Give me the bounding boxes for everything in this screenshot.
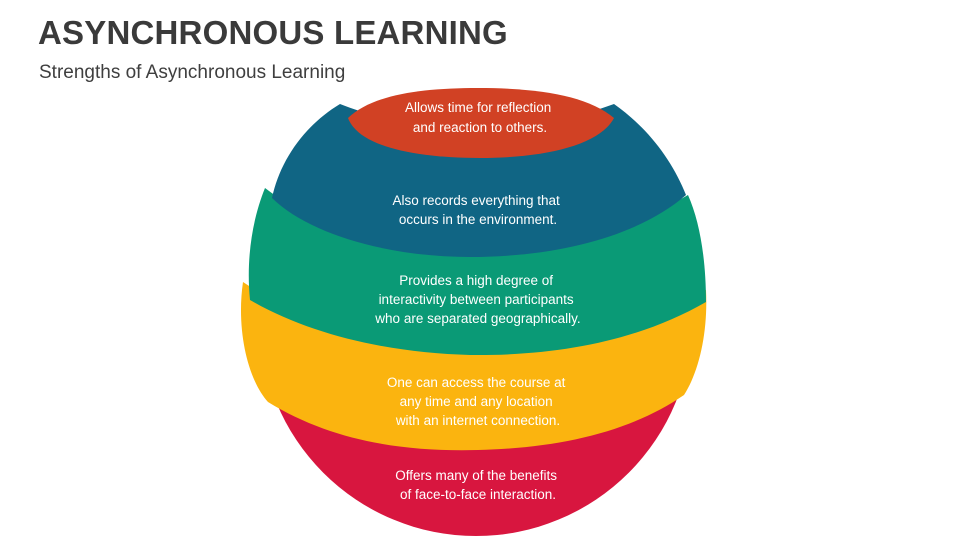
- band-1-text: Allows time for reflection and reaction …: [405, 100, 555, 135]
- band-2-text: Also records everything that occurs in t…: [392, 193, 563, 227]
- band-3-line-1: Provides a high degree of: [399, 273, 553, 288]
- page-title: ASYNCHRONOUS LEARNING: [38, 14, 508, 51]
- band-5-line-1: Offers many of the benefits: [395, 468, 557, 483]
- band-1-line-2: and reaction to others.: [413, 120, 547, 135]
- band-5-line-2: of face-to-face interaction.: [400, 487, 556, 502]
- band-2-line-1: Also records everything that: [392, 193, 560, 208]
- page-subtitle: Strengths of Asynchronous Learning: [39, 62, 346, 83]
- band-3-shape: [248, 188, 706, 356]
- band-3-text: Provides a high degree of interactivity …: [374, 273, 580, 326]
- band-1-shape: [348, 88, 614, 158]
- band-3-line-3: who are separated geographically.: [374, 311, 580, 326]
- band-5-text: Offers many of the benefits of face-to-f…: [395, 468, 561, 502]
- band-4-line-2: any time and any location: [400, 394, 553, 409]
- band-4-text: One can access the course at any time an…: [387, 375, 569, 428]
- band-2-line-2: occurs in the environment.: [399, 212, 557, 227]
- band-4-line-1: One can access the course at: [387, 375, 566, 390]
- band-4-line-3: with an internet connection.: [395, 413, 560, 428]
- band-1-line-1: Allows time for reflection: [405, 100, 551, 115]
- band-3-line-2: interactivity between participants: [379, 292, 574, 307]
- band-4-shape: [240, 282, 707, 451]
